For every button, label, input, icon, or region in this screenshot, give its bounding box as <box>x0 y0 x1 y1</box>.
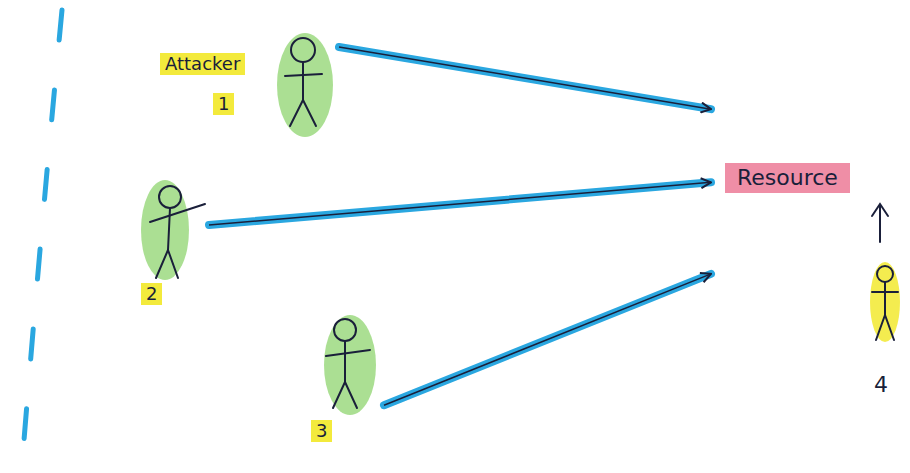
attacker-figure <box>141 180 205 280</box>
highlighted-label: 3 <box>311 420 332 442</box>
figure-node: 3 <box>305 310 380 450</box>
figure-node: 2 <box>135 175 205 310</box>
attack-arrow <box>339 47 711 109</box>
figure-node: Attacker 1 <box>155 35 335 135</box>
highlighted-label: 2 <box>141 283 162 305</box>
highlighted-label: 1 <box>213 93 234 115</box>
figure-node: Resource 4 <box>715 100 905 405</box>
highlighted-label: Attacker <box>160 53 245 75</box>
resource-arrow <box>872 204 888 242</box>
highlighted-label: Resource <box>725 163 850 193</box>
dashed-boundary <box>22 10 62 465</box>
user-figure <box>870 262 900 342</box>
attacker-figure <box>277 33 333 137</box>
attacker-figure <box>324 315 376 415</box>
attack-arrow <box>209 182 711 225</box>
attack-arrow <box>384 274 711 405</box>
callout-number: 4 <box>870 372 892 398</box>
